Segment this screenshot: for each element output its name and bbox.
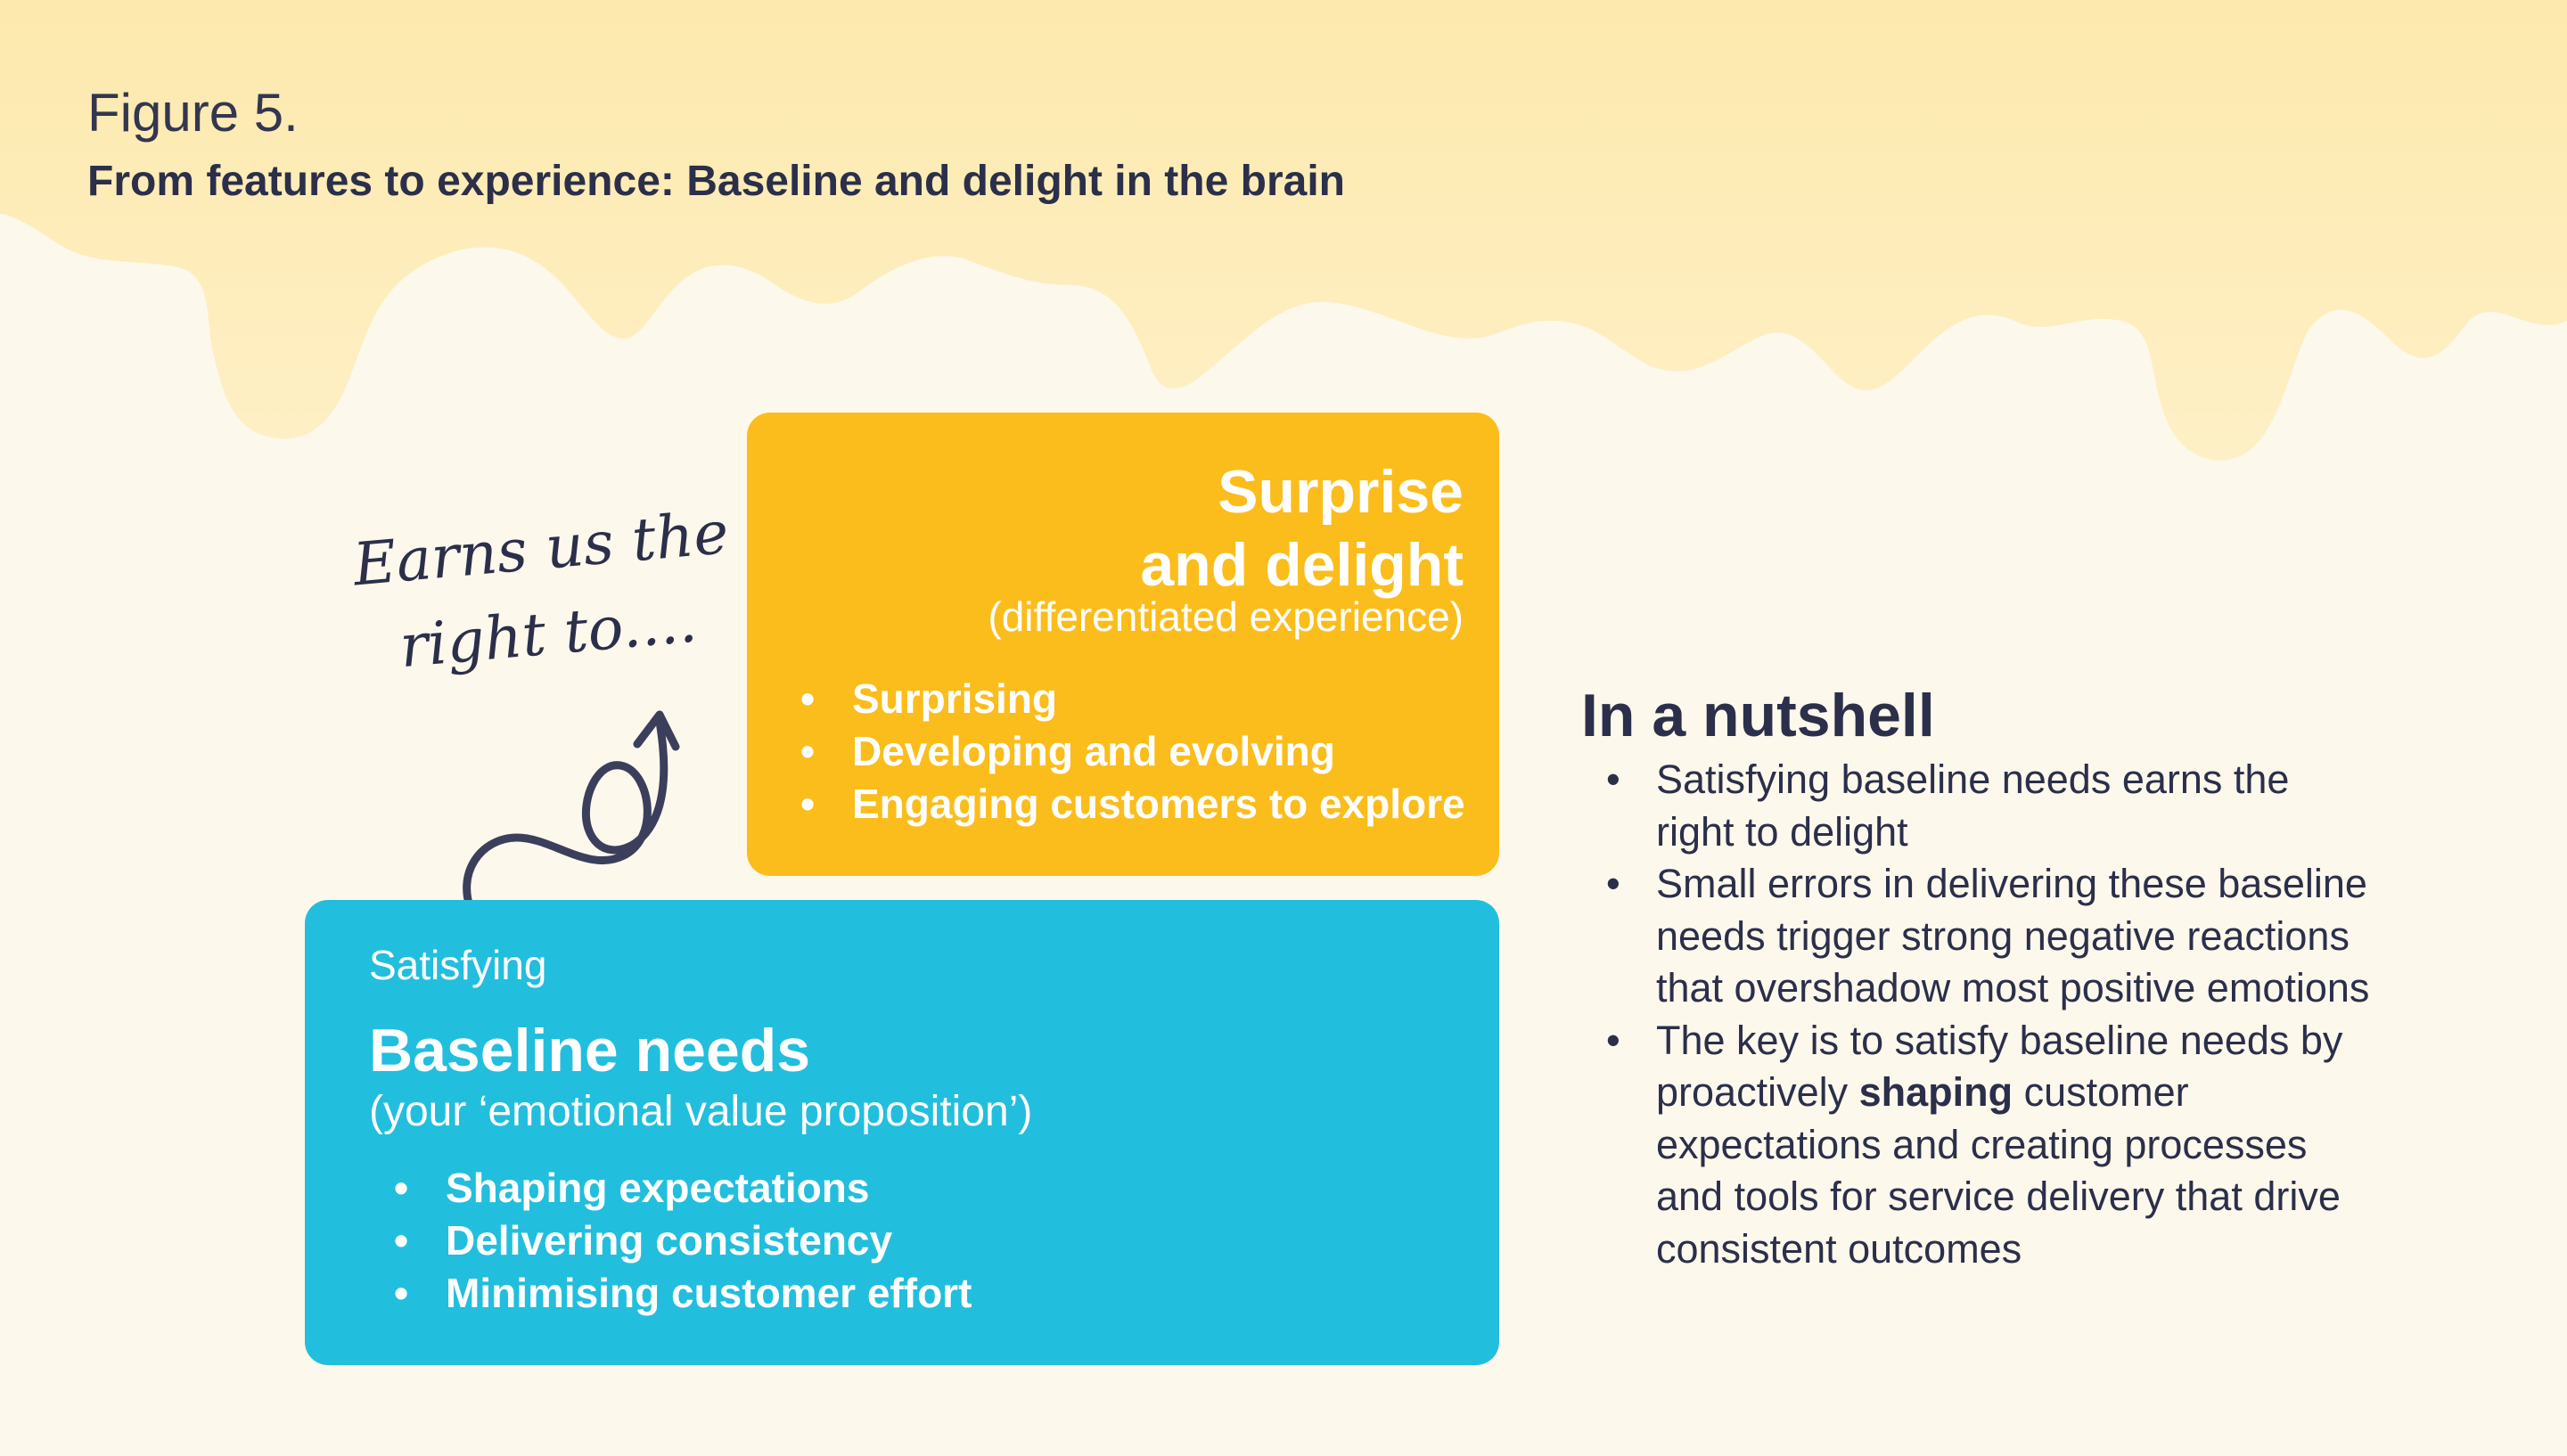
list-item: • Engaging customers to explore (800, 778, 1465, 830)
list-item-label: Surprising (852, 675, 1058, 722)
list-item-label: Engaging customers to explore (852, 781, 1465, 827)
baseline-list: • Shaping expectations • Delivering consis… (394, 1162, 972, 1320)
baseline-title: Baseline needs (369, 1017, 811, 1084)
list-item: • Shaping expectations (394, 1162, 972, 1215)
delight-title-line-2: and delight (1140, 531, 1464, 599)
list-item-text-post: customer expectations and creating proce… (1656, 1069, 2341, 1272)
delight-title-line-1: Surprise (1218, 458, 1464, 526)
list-item: • Small errors in delivering these baseli… (1606, 858, 2373, 1015)
bullet-icon: • (394, 1217, 409, 1264)
curly-arrow-icon (463, 710, 680, 918)
bullet-icon: • (1606, 861, 1620, 906)
list-item-text-bold: shaping (1858, 1069, 2013, 1115)
delight-card: Surprise and delight (differentiated exp… (747, 413, 1499, 876)
delight-subtitle: (differentiated experience) (988, 593, 1464, 640)
delight-title: Surprise and delight (1140, 455, 1464, 601)
bullet-icon: • (394, 1270, 409, 1316)
handwritten-note: Earns us the right to.... (346, 490, 742, 694)
list-item: • Delivering consistency (394, 1215, 972, 1267)
list-item: • Surprising (800, 673, 1465, 725)
baseline-pretitle: Satisfying (369, 942, 547, 988)
delight-list: • Surprising • Developing and evolving • En… (800, 673, 1465, 830)
bullet-icon: • (800, 728, 816, 774)
list-item: • Minimising customer effort (394, 1267, 972, 1320)
bullet-icon: • (394, 1165, 409, 1211)
baseline-subtitle: (your ‘emotional value proposition’) (369, 1088, 1033, 1135)
list-item: • The key is to satisfy baseline needs by… (1606, 1015, 2373, 1276)
bullet-icon: • (800, 781, 816, 827)
list-item: • Developing and evolving (800, 725, 1465, 778)
figure-title: From features to experience: Baseline an… (87, 158, 1345, 205)
list-item-label: Developing and evolving (852, 728, 1335, 774)
list-item: • Satisfying baseline needs earns the rig… (1606, 754, 2373, 858)
list-item-label: Shaping expectations (446, 1165, 870, 1211)
list-item-label: Delivering consistency (446, 1217, 893, 1264)
bullet-icon: • (1606, 757, 1620, 802)
bullet-icon: • (1606, 1017, 1620, 1063)
list-item-text-pre: The key is to satisfy baseline needs by … (1656, 1017, 2343, 1116)
list-item-text: Satisfying baseline needs earns the righ… (1656, 757, 2290, 855)
list-item-text: Small errors in delivering these baselin… (1656, 861, 2370, 1010)
bullet-icon: • (800, 675, 816, 722)
nutshell-list: • Satisfying baseline needs earns the rig… (1606, 754, 2373, 1275)
honey-drip-background (0, 0, 2567, 461)
figure-label: Figure 5. (87, 83, 299, 143)
nutshell-title: In a nutshell (1581, 682, 1935, 749)
list-item-label: Minimising customer effort (446, 1270, 972, 1316)
baseline-card: Satisfying Baseline needs (your ‘emotion… (305, 900, 1499, 1365)
